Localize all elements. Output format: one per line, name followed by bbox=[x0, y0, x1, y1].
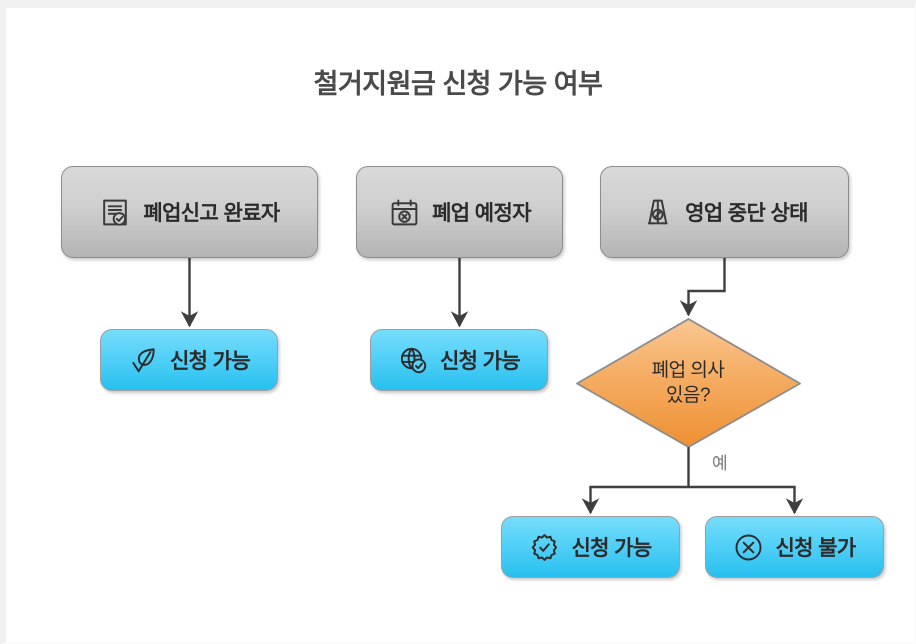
node-business-suspended[interactable]: 영업 중단 상태 bbox=[600, 166, 849, 258]
node-label: 신청 불가 bbox=[775, 537, 856, 560]
node-not-eligible[interactable]: 신청 불가 bbox=[705, 516, 884, 578]
edge-intent-decision-to-eligible-badge bbox=[581, 485, 689, 515]
node-closure-reported[interactable]: 폐업신고 완료자 bbox=[61, 166, 318, 258]
badge-check-icon bbox=[529, 532, 560, 563]
circle-x-icon bbox=[733, 532, 764, 563]
node-label: 폐업신고 완료자 bbox=[143, 202, 280, 225]
decision-label-line1: 폐업 의사 bbox=[651, 359, 725, 381]
node-label: 영업 중단 상태 bbox=[685, 202, 808, 225]
globe-check-icon bbox=[398, 345, 429, 376]
node-label: 신청 가능 bbox=[439, 350, 521, 373]
node-closure-planned[interactable]: 폐업 예정자 bbox=[356, 166, 563, 258]
node-eligible-leaf[interactable]: 신청 가능 bbox=[100, 329, 278, 391]
decision-label-line2: 있음? bbox=[665, 385, 711, 406]
edge-label-yes: 예 bbox=[712, 454, 728, 473]
calendar-x-icon bbox=[388, 196, 421, 229]
node-eligible-globe[interactable]: 신청 가능 bbox=[370, 329, 548, 391]
node-label: 신청 가능 bbox=[571, 537, 652, 560]
caution-sign-icon bbox=[641, 196, 674, 229]
edge-intent-decision-to-not-eligible bbox=[688, 485, 804, 515]
node-label: 폐업 예정자 bbox=[432, 202, 531, 225]
node-eligible-badge[interactable]: 신청 가능 bbox=[501, 516, 680, 578]
node-label: 신청 가능 bbox=[169, 350, 251, 373]
page-title: 철거지원금 신청 가능 여부 bbox=[313, 69, 603, 99]
node-intent-decision[interactable]: 폐업 의사 있음? bbox=[574, 318, 802, 448]
edge-business-suspended-to-intent-decision bbox=[679, 258, 726, 317]
document-check-icon bbox=[99, 196, 132, 229]
leaf-check-icon bbox=[128, 345, 159, 376]
